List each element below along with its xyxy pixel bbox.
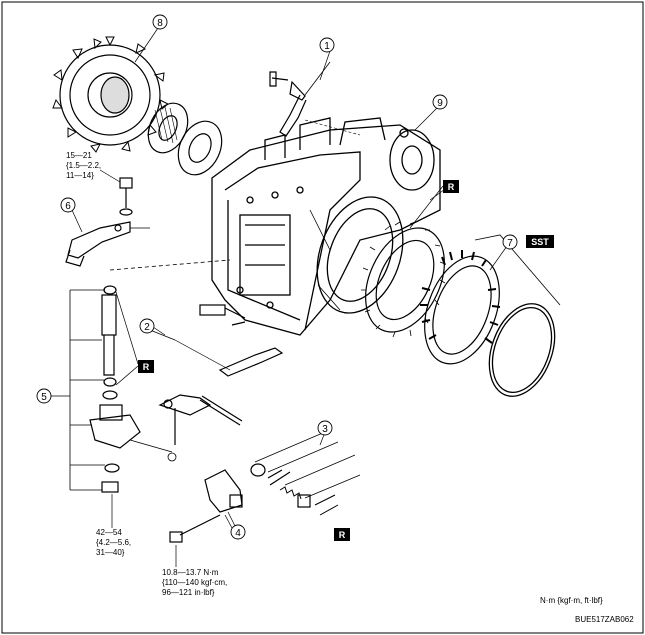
callout-2: 2 bbox=[139, 318, 155, 334]
callout-9: 9 bbox=[432, 94, 448, 110]
assembly-brackets bbox=[69, 259, 231, 491]
callout-6: 6 bbox=[60, 197, 76, 213]
svg-text:8: 8 bbox=[157, 18, 163, 29]
torque-spec-bolt-4: 10.8—13.7 N·m {110—140 kgf·cm, 96—121 in… bbox=[162, 568, 227, 597]
part-8-gear-drum bbox=[52, 36, 169, 153]
svg-text:R: R bbox=[143, 362, 150, 372]
part-7-clutch-plates bbox=[420, 250, 501, 365]
clutch-hub bbox=[361, 221, 446, 338]
part-4-switch bbox=[169, 469, 243, 543]
torque-spec-bolt-6: 15—21 {1.5—2.2, 11—14} bbox=[66, 151, 101, 180]
svg-text:{4.2—5.6,: {4.2—5.6, bbox=[96, 538, 131, 547]
callout-1: 1 bbox=[319, 37, 335, 53]
sst-leader bbox=[474, 234, 561, 306]
callout-4: 4 bbox=[230, 524, 246, 540]
svg-text:4: 4 bbox=[235, 528, 241, 539]
snap-ring bbox=[488, 303, 556, 397]
svg-text:R: R bbox=[339, 530, 346, 540]
svg-text:15—21: 15—21 bbox=[66, 151, 92, 160]
svg-text:{110—140 kgf·cm,: {110—140 kgf·cm, bbox=[162, 578, 227, 587]
callout-5: 5 bbox=[36, 388, 52, 404]
units-note: N·m {kgf·m, ft·lbf} bbox=[540, 596, 603, 605]
badge-r-case: R bbox=[443, 180, 459, 193]
svg-text:96—121 in·lbf}: 96—121 in·lbf} bbox=[162, 588, 215, 597]
part-1-bracket bbox=[269, 61, 361, 137]
callout-8: 8 bbox=[152, 14, 168, 30]
bolt-lever bbox=[119, 177, 133, 216]
svg-text:6: 6 bbox=[65, 201, 71, 212]
manual-shaft bbox=[158, 394, 243, 445]
badge-sst: SST bbox=[526, 235, 554, 248]
transaxle-case bbox=[211, 117, 441, 336]
svg-text:1: 1 bbox=[324, 41, 330, 52]
manual-shaft-bracket bbox=[89, 404, 141, 493]
badge-r-oring-leader-2 bbox=[115, 291, 139, 365]
callout-7: 7 bbox=[502, 234, 518, 250]
svg-text:10.8—13.7 N·m: 10.8—13.7 N·m bbox=[162, 568, 219, 577]
svg-text:3: 3 bbox=[322, 424, 328, 435]
svg-text:11—14}: 11—14} bbox=[66, 171, 94, 180]
svg-text:9: 9 bbox=[437, 98, 443, 109]
svg-text:7: 7 bbox=[507, 238, 513, 249]
svg-text:{1.5—2.2,: {1.5—2.2, bbox=[66, 161, 101, 170]
leader-spec-1 bbox=[99, 169, 121, 183]
badge-r-oring-leader bbox=[115, 365, 139, 386]
part-2-detent-pin bbox=[149, 304, 284, 377]
svg-text:2: 2 bbox=[144, 322, 150, 333]
badge-r-oring: R bbox=[138, 360, 154, 373]
part-6-lever bbox=[65, 221, 150, 267]
thrust-washer bbox=[177, 120, 223, 176]
svg-text:5: 5 bbox=[41, 392, 47, 403]
callout-3: 3 bbox=[317, 420, 333, 436]
svg-text:42—54: 42—54 bbox=[96, 528, 122, 537]
badge-r-case-leader bbox=[409, 185, 444, 229]
svg-text:R: R bbox=[448, 182, 455, 192]
part-5-valve bbox=[101, 285, 118, 400]
svg-text:31—40}: 31—40} bbox=[96, 548, 125, 557]
badge-r-spool: R bbox=[334, 528, 350, 541]
part-3-spool-spring bbox=[250, 431, 361, 516]
figure-code: BUE517ZAB062 bbox=[575, 615, 634, 624]
torque-spec-nut-5: 42—54 {4.2—5.6, 31—40} bbox=[96, 528, 131, 557]
svg-text:SST: SST bbox=[531, 237, 549, 247]
